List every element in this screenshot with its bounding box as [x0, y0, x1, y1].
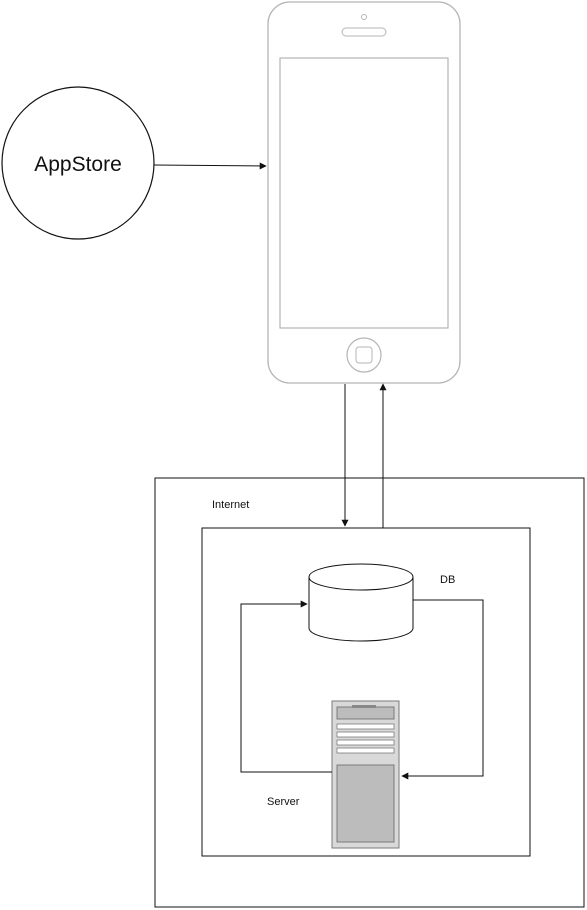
appstore-circle — [1, 86, 155, 240]
server-drive-bay-4 — [336, 747, 395, 754]
phone-speaker-icon — [341, 27, 387, 37]
db-node[interactable] — [308, 563, 414, 642]
edge-server-to-db — [240, 600, 332, 773]
db-label: DB — [440, 574, 455, 586]
smartphone-node[interactable] — [267, 1, 461, 384]
db-cylinder-body — [308, 577, 414, 642]
phone-camera-icon — [361, 14, 367, 20]
db-cylinder-top — [308, 563, 414, 591]
appstore-label: AppStore — [34, 153, 122, 176]
server-node[interactable] — [331, 700, 400, 849]
server-top-panel — [336, 706, 395, 720]
phone-home-button-square-icon — [355, 346, 373, 364]
phone-screen — [279, 57, 449, 329]
server-label: Server — [267, 796, 300, 808]
server-drive-bay-2 — [336, 731, 395, 738]
appstore-node[interactable]: AppStore — [1, 86, 155, 240]
server-lower-panel — [336, 764, 395, 843]
internet-container[interactable] — [201, 527, 531, 857]
server-indicator-icon — [352, 705, 376, 708]
server-drive-bay-3 — [336, 739, 395, 746]
edge-appstore-to-phone — [153, 162, 267, 170]
server-drive-bay-1 — [336, 723, 395, 730]
edge-db-to-server — [401, 599, 484, 780]
outer-frame — [154, 477, 585, 908]
internet-label: Internet — [212, 499, 249, 511]
